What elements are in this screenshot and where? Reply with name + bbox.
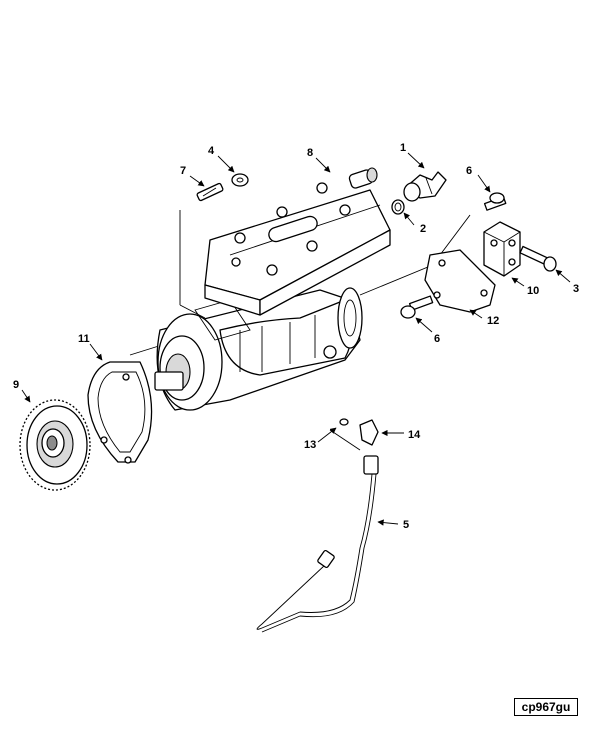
nut <box>231 173 249 187</box>
callout-6-lower: 6 <box>434 333 440 345</box>
figure-code-label: cp967gu <box>514 698 578 716</box>
elbow-fitting <box>403 171 447 202</box>
gasket <box>87 361 153 464</box>
cylinder-head <box>204 167 391 316</box>
air-compressor-body <box>154 287 363 411</box>
callout-1: 1 <box>400 142 406 154</box>
callout-labels: 1 2 3 4 5 6 6 7 8 9 10 11 12 13 14 <box>13 142 579 531</box>
callout-leaders <box>21 152 571 526</box>
o-ring <box>391 199 405 215</box>
spacer-block <box>483 221 521 277</box>
drive-gear <box>19 399 91 491</box>
callout-10: 10 <box>527 285 539 297</box>
callout-12: 12 <box>487 315 499 327</box>
tube-assembly <box>256 418 379 633</box>
callout-3: 3 <box>573 283 579 295</box>
callout-11: 11 <box>78 333 90 345</box>
bracket <box>424 249 496 313</box>
callout-9: 9 <box>13 379 19 391</box>
callout-7: 7 <box>180 165 186 177</box>
screw-upper <box>483 192 507 211</box>
callout-14: 14 <box>408 429 421 441</box>
callout-6-upper: 6 <box>466 165 472 177</box>
callout-5: 5 <box>403 519 409 531</box>
screw-lower <box>400 295 434 319</box>
callout-4: 4 <box>208 145 215 157</box>
stud <box>196 182 224 202</box>
bolt <box>519 245 557 272</box>
callout-2: 2 <box>420 223 426 235</box>
callout-13: 13 <box>304 439 316 451</box>
callout-8: 8 <box>307 147 313 159</box>
